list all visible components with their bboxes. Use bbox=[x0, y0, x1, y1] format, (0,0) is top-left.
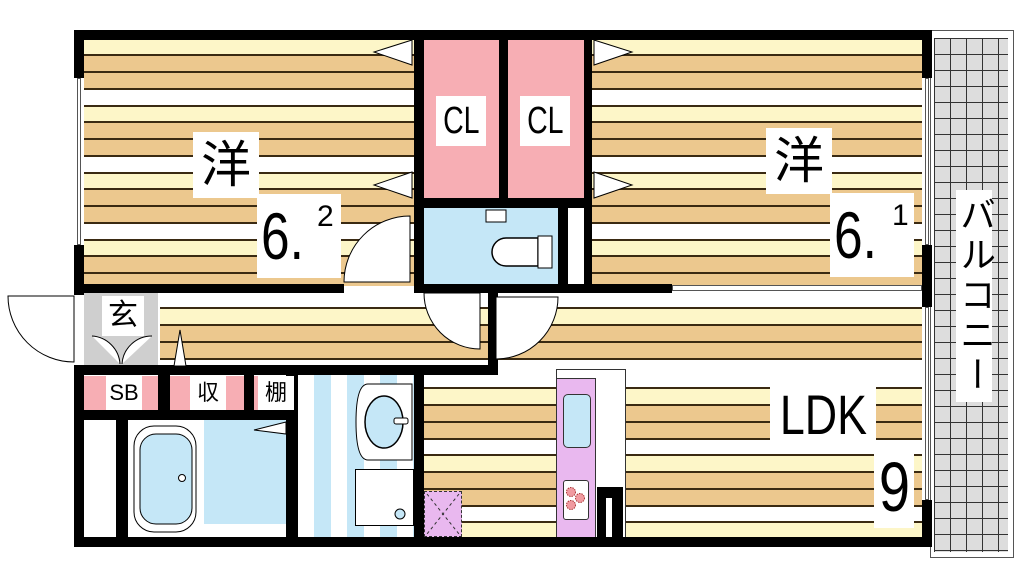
wash-basin-icon bbox=[355, 383, 413, 461]
western-room-right-label: 洋 bbox=[766, 128, 832, 194]
closet-left-folding-door[interactable] bbox=[372, 39, 414, 200]
fridge-cross-icon bbox=[426, 493, 460, 535]
western-room-left-area: 6. 2 bbox=[257, 194, 341, 278]
closet-right-folding-door[interactable] bbox=[592, 39, 634, 200]
fridge-space bbox=[424, 491, 462, 537]
sliding-door-right-room[interactable] bbox=[672, 285, 922, 291]
storage-door-icon[interactable] bbox=[170, 329, 190, 367]
shelf-label: 棚 bbox=[258, 376, 294, 410]
wall-right-lower bbox=[922, 500, 932, 547]
ldk-area: 9 bbox=[874, 446, 914, 528]
kitchen-sink bbox=[563, 394, 591, 448]
wall-laundry-divider bbox=[116, 410, 128, 547]
wall-hall-ldk-post bbox=[488, 284, 498, 374]
entrance-label: 玄 bbox=[102, 296, 144, 336]
entrance-label-text: 玄 bbox=[108, 298, 138, 333]
entrance-door-swing[interactable] bbox=[7, 295, 78, 366]
toilet-icon bbox=[485, 209, 553, 269]
western-room-right-area: 6. 1 bbox=[830, 193, 914, 277]
wall-toilet-right bbox=[558, 208, 568, 288]
wall-storage-divider bbox=[244, 365, 254, 420]
closet-right-label-text: CL bbox=[526, 100, 564, 142]
ldk-label-text: LDK bbox=[779, 383, 867, 446]
ldk-floor bbox=[490, 293, 922, 373]
ldk-area-text: 9 bbox=[878, 448, 910, 526]
balcony-label-box: バルコニー bbox=[954, 190, 995, 402]
washing-machine-drain-icon bbox=[394, 508, 406, 520]
stove-burners-icon bbox=[566, 487, 585, 510]
window-left bbox=[77, 78, 81, 245]
toilet-side-shelf bbox=[568, 208, 582, 284]
ldk-door-swing[interactable] bbox=[495, 296, 566, 367]
western-room-left-area-main: 6. bbox=[261, 199, 304, 273]
shoe-box-label-text: SB bbox=[109, 380, 139, 405]
wall-bottom bbox=[74, 537, 932, 547]
kitchen-pillar-gap bbox=[606, 498, 612, 538]
shoe-box-label: SB bbox=[106, 376, 142, 410]
bathtub-icon bbox=[133, 425, 197, 533]
western-room-left-label-text: 洋 bbox=[201, 136, 251, 194]
wall-left-room-bottom bbox=[74, 284, 344, 293]
toilet-door-swing[interactable] bbox=[423, 292, 484, 353]
wall-storage-bottom bbox=[74, 410, 296, 420]
bathroom-wash-area bbox=[204, 420, 286, 524]
western-room-right-area-decimal: 1 bbox=[892, 199, 909, 232]
western-room-left-area-decimal: 2 bbox=[317, 200, 334, 233]
wall-sb-divider bbox=[158, 365, 170, 420]
storage-label-text: 収 bbox=[196, 380, 219, 405]
closet-left-label: CL bbox=[436, 96, 486, 146]
wall-left-upper bbox=[74, 30, 84, 78]
balcony-label: バルコニー bbox=[954, 196, 995, 396]
wall-left-mid bbox=[74, 245, 84, 295]
window-right-top bbox=[925, 78, 929, 245]
storage-label: 収 bbox=[190, 376, 226, 410]
left-room-door-swing[interactable] bbox=[343, 215, 414, 292]
wall-right-upper bbox=[922, 30, 932, 78]
closet-left-label-text: CL bbox=[442, 100, 480, 142]
shelf-label-text: 棚 bbox=[264, 380, 287, 405]
wall-toilet-bottom bbox=[414, 284, 592, 293]
wall-closet-divider bbox=[499, 30, 508, 200]
kitchen-stove bbox=[563, 480, 589, 520]
wall-right-mid bbox=[922, 245, 932, 307]
window-right-bottom bbox=[925, 307, 929, 500]
closet-right-label: CL bbox=[520, 96, 570, 146]
wall-closet-left-side bbox=[414, 30, 424, 290]
wall-right-room-bottom bbox=[592, 284, 672, 293]
western-room-right-area-main: 6. bbox=[834, 198, 877, 272]
western-room-left-label: 洋 bbox=[193, 132, 259, 198]
wall-wash-ldk bbox=[414, 365, 424, 547]
ldk-label: LDK bbox=[770, 385, 876, 445]
bathroom-door-icon[interactable] bbox=[250, 420, 290, 440]
wall-closet-right-side bbox=[584, 30, 592, 290]
wall-bath-wash bbox=[286, 365, 298, 547]
western-room-right-label-text: 洋 bbox=[774, 132, 824, 190]
laundry-space bbox=[84, 420, 116, 536]
shoe-box-door-icon[interactable] bbox=[90, 335, 154, 366]
wall-closet-bottom bbox=[414, 198, 592, 208]
wall-left-lower bbox=[74, 365, 84, 547]
